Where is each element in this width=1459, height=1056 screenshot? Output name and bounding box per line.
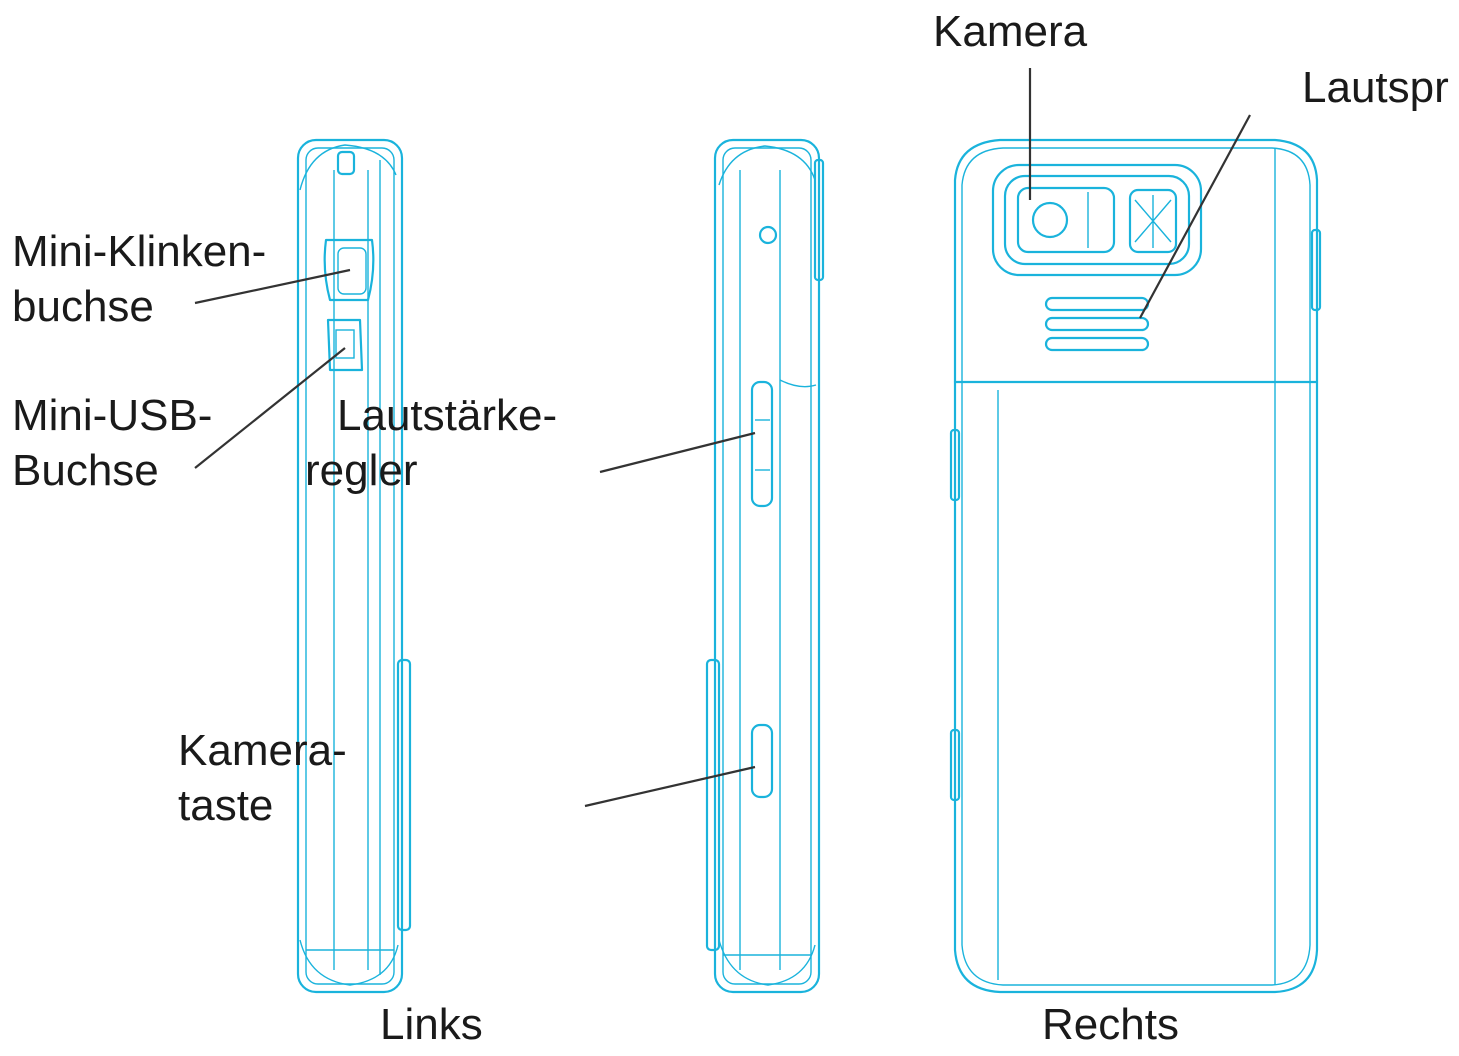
camera-key [750,723,774,799]
leader-lautstaerke [599,431,756,474]
label-mini-klinken-1: Mini-Klinken- [12,227,267,276]
volume-rocker [750,380,774,508]
label-kamera: Kamera [933,7,1088,56]
label-lautstaerke-1: Lautstärke- [337,391,558,440]
leader-lines [194,68,1251,808]
camera-lens [1031,201,1069,239]
back-view [949,138,1322,994]
label-lautsprecher: Lautspr [1302,63,1449,112]
top-hole [336,150,356,176]
label-mini-klinken-2: buchse [12,282,154,331]
camera-housing [991,163,1203,277]
label-kamerataste-2: taste [178,781,274,830]
leader-lautsprecher [1139,114,1251,319]
leader-kamerataste [584,765,756,808]
label-kamerataste-1: Kamera- [178,726,347,775]
label-mini-usb-2: Buchse [12,446,159,495]
right-side-view [705,138,825,994]
speaker-grille [1044,296,1150,312]
usb-socket [326,318,364,372]
strap-hole [758,225,778,245]
camera-key-left [396,658,412,932]
label-links: Links [380,1000,483,1049]
label-mini-usb-1: Mini-USB- [12,391,213,440]
label-rechts: Rechts [1042,1000,1179,1049]
jack-socket [323,238,375,302]
label-lautstaerke-2: regler [305,446,418,495]
leader-mini-klinken [194,268,351,305]
flash [1128,188,1178,254]
leader-mini-usb [194,347,346,469]
left-side-view [296,138,412,994]
